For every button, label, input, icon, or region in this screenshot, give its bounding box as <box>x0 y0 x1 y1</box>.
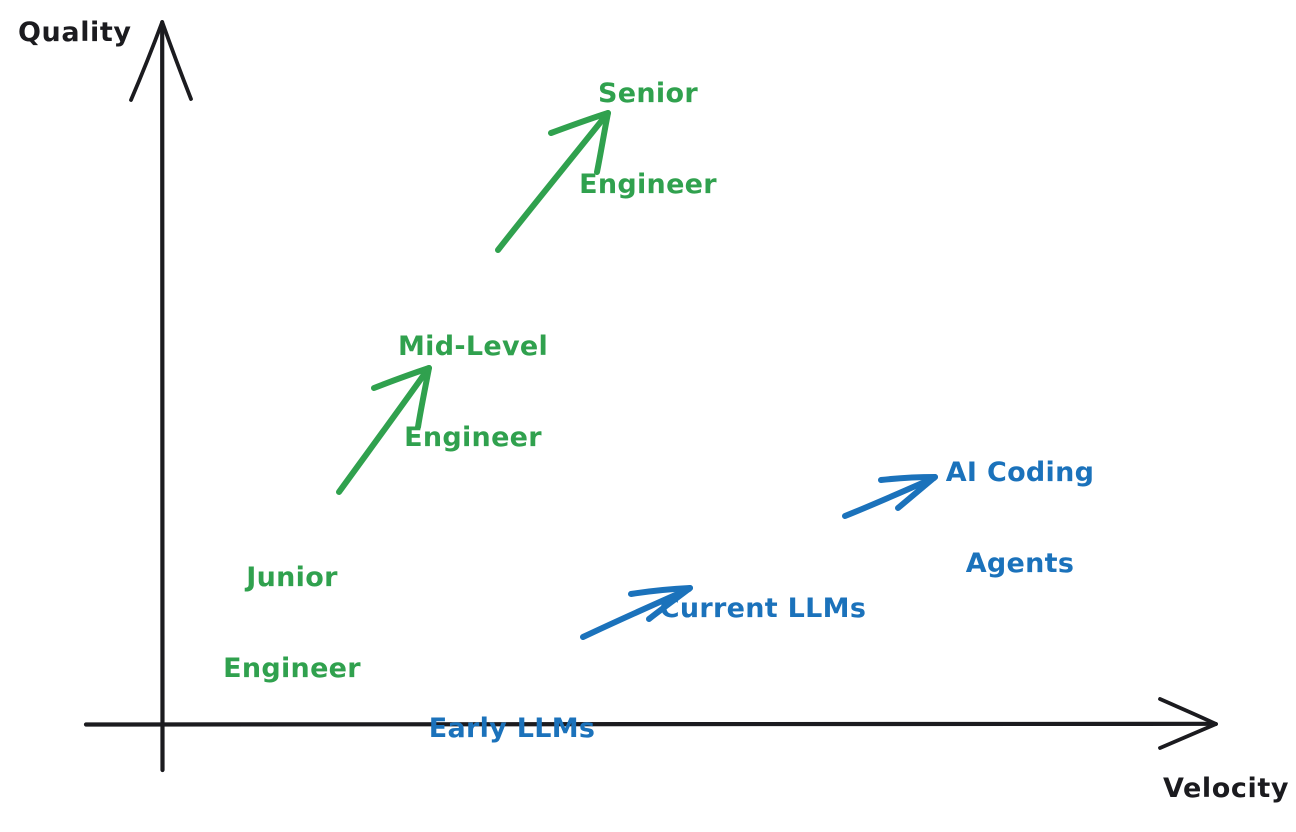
node-line-1: Senior <box>598 78 698 110</box>
node-label-early-llms: Early LLMs <box>402 654 622 805</box>
arrow-early-to-current <box>580 585 693 640</box>
x-axis <box>83 697 1218 750</box>
y-axis-label: Quality <box>18 17 132 48</box>
node-line-1: Mid-Level <box>397 331 549 363</box>
node-label-current-llms: Current LLMs <box>648 534 878 685</box>
node-label-senior-engineer: Senior Engineer <box>542 19 754 261</box>
node-line-1: AI Coding <box>945 457 1095 489</box>
node-line-2: Engineer <box>223 653 361 685</box>
y-axis <box>129 20 193 773</box>
arrow-midlevel-to-senior <box>495 110 611 253</box>
x-axis-label: Velocity <box>1163 773 1290 804</box>
node-line-2: Engineer <box>404 422 542 454</box>
node-label-mid-level-engineer: Mid-Level Engineer <box>368 272 578 514</box>
node-line-1: Early LLMs <box>428 713 596 745</box>
node-line-2: Agents <box>965 548 1075 580</box>
node-line-1: Current LLMs <box>659 593 867 625</box>
arrow-current-to-agents <box>842 474 938 519</box>
node-label-ai-coding-agents: AI Coding Agents <box>920 398 1120 640</box>
node-line-1: Junior <box>246 562 338 594</box>
arrow-junior-to-midlevel <box>336 365 432 495</box>
node-label-junior-engineer: Junior Engineer <box>192 503 392 745</box>
node-line-2: Engineer <box>579 169 717 201</box>
